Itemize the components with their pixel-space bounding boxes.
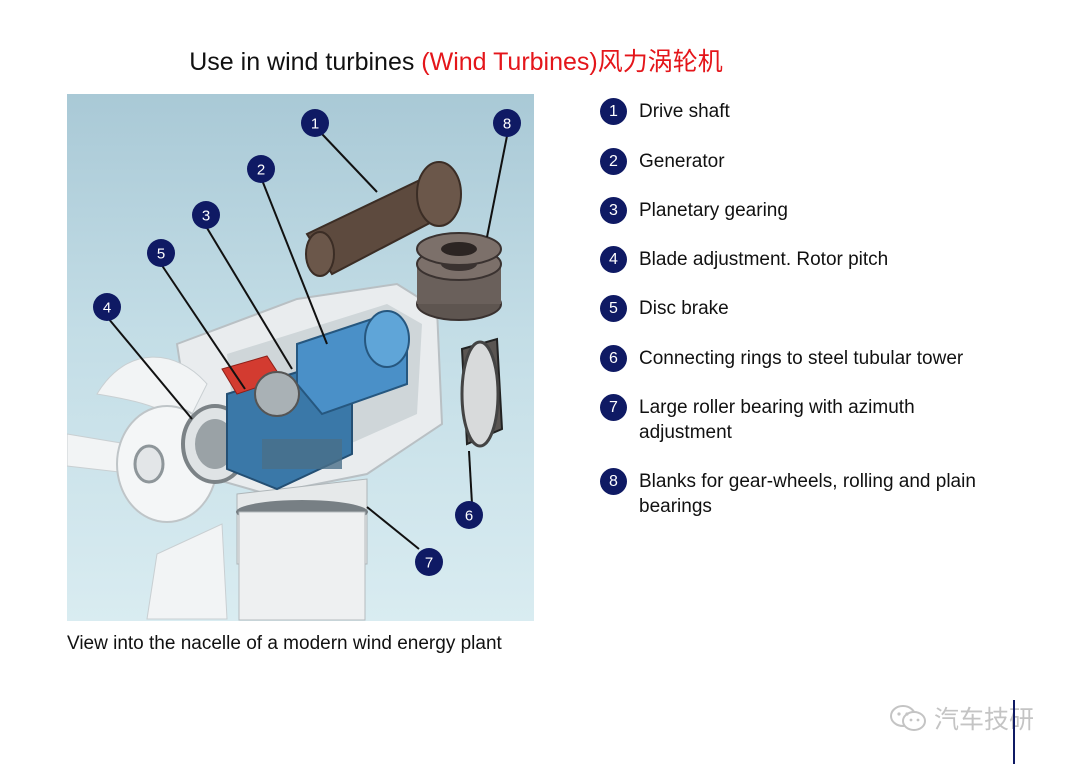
- callout-2-label: 2: [257, 162, 265, 179]
- callout-3-label: 3: [202, 208, 210, 225]
- legend-label: Drive shaft: [639, 101, 730, 122]
- generator-end: [364, 310, 410, 368]
- callout-4: 4: [93, 293, 121, 321]
- legend-item-blanks: 8 Blanks for gear-wheels, rolling and pl…: [600, 468, 1009, 519]
- callout-2: 2: [247, 155, 275, 183]
- callout-1-label: 1: [311, 116, 319, 133]
- legend-number: 5: [600, 295, 627, 322]
- legend-item-generator: 2 Generator: [600, 148, 1009, 175]
- hub-port: [133, 444, 165, 484]
- title-chinese: 风力涡轮机: [597, 48, 723, 76]
- shaft-flange: [416, 161, 462, 227]
- title-main: Use in wind turbines: [189, 48, 422, 76]
- nacelle-drawing: 1 2 3 4 5 6 7 8: [67, 109, 521, 621]
- blanks-stack: [416, 232, 502, 321]
- callout-8-label: 8: [503, 116, 511, 133]
- legend-number: 4: [600, 246, 627, 273]
- legend-label: Blanks for gear-wheels, rolling and plai…: [639, 471, 976, 517]
- legend-item-connecting-rings: 6 Connecting rings to steel tubular towe…: [600, 345, 1009, 372]
- callout-3: 3: [192, 201, 220, 229]
- hub-ring-inner: [195, 419, 235, 469]
- legend-label: Blade adjustment. Rotor pitch: [639, 249, 889, 270]
- callout-5-label: 5: [157, 246, 165, 263]
- callout-1: 1: [301, 109, 329, 137]
- gearbox-grid: [262, 439, 342, 469]
- figure-caption: View into the nacelle of a modern wind e…: [67, 633, 502, 654]
- tower-shaft: [238, 511, 366, 621]
- callout-4-label: 4: [103, 300, 111, 317]
- planetary-gear: [254, 371, 300, 417]
- legend-item-planetary-gearing: 3 Planetary gearing: [600, 197, 1009, 224]
- nacelle-illustration: 1 2 3 4 5 6 7 8: [67, 94, 534, 621]
- legend-number: 8: [600, 468, 627, 495]
- callout-7: 7: [415, 548, 443, 576]
- legend-number: 7: [600, 394, 627, 421]
- legend-label: Generator: [639, 151, 725, 172]
- leader-lines: [107, 133, 508, 550]
- legend-label: Disc brake: [639, 298, 729, 319]
- legend-label: Planetary gearing: [639, 200, 788, 221]
- callout-6: 6: [455, 501, 483, 529]
- wechat-icon: [890, 705, 926, 731]
- page-title: Use in wind turbines (Wind Turbines)风力涡轮…: [0, 42, 912, 78]
- legend-item-drive-shaft: 1 Drive shaft: [600, 98, 1009, 125]
- connecting-ring-face: [460, 340, 500, 448]
- legend-number: 1: [600, 98, 627, 125]
- blade-lower: [146, 523, 228, 620]
- legend-number: 6: [600, 345, 627, 372]
- callout-7-label: 7: [425, 555, 433, 572]
- slide-divider-line: [1013, 700, 1015, 764]
- legend-label: Connecting rings to steel tubular tower: [639, 348, 964, 369]
- watermark: 汽车技研: [888, 700, 1034, 736]
- callout-8: 8: [493, 109, 521, 137]
- callout-6-label: 6: [465, 508, 473, 525]
- legend-number: 3: [600, 197, 627, 224]
- title-highlight: (Wind Turbines): [421, 48, 598, 76]
- legend-number: 2: [600, 148, 627, 175]
- legend-label: Large roller bearing with azimuth adjust…: [639, 397, 915, 443]
- watermark-text: 汽车技研: [934, 706, 1035, 734]
- legend-item-roller-bearing: 7 Large roller bearing with azimuth adju…: [600, 394, 1009, 445]
- legend-item-disc-brake: 5 Disc brake: [600, 295, 1009, 322]
- shaft-end: [305, 231, 335, 277]
- callout-5: 5: [147, 239, 175, 267]
- legend-item-blade-adjustment: 4 Blade adjustment. Rotor pitch: [600, 246, 1009, 273]
